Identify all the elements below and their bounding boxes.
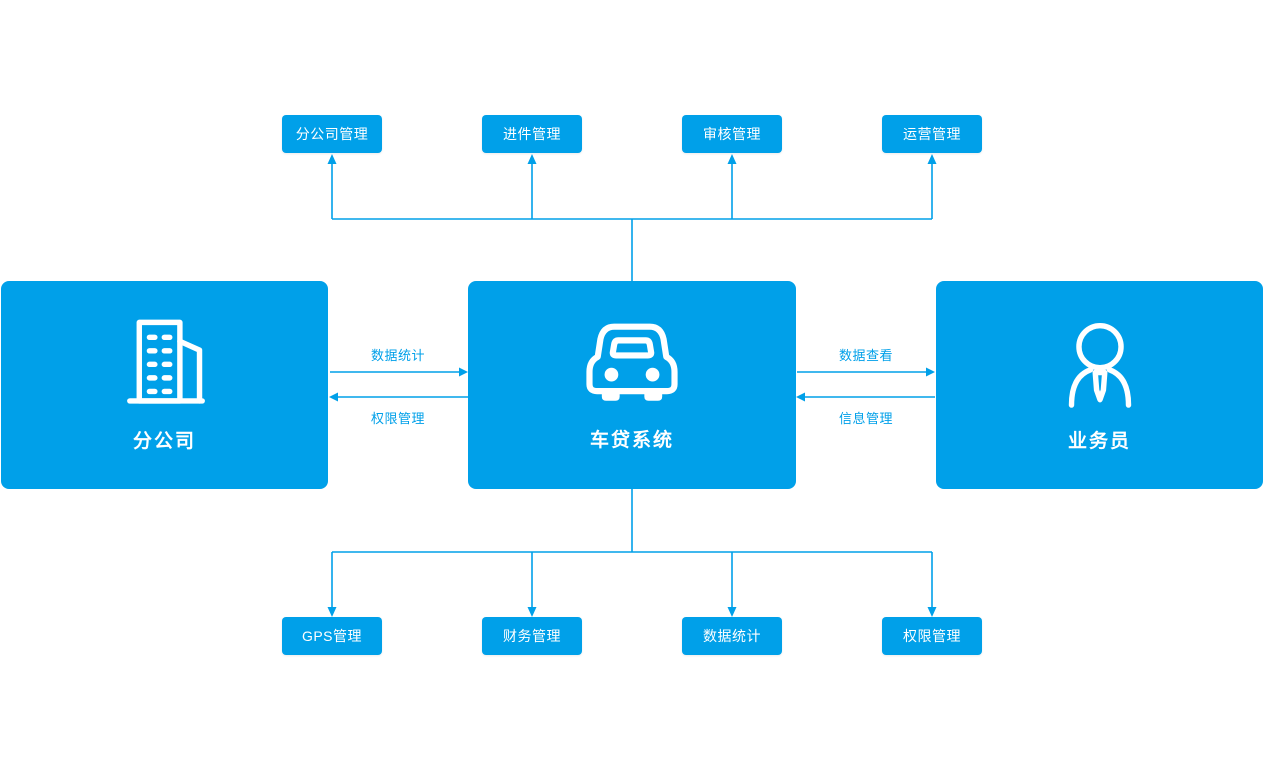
- node-data-statistics: 数据统计: [682, 617, 782, 655]
- node-salesperson-label: 业务员: [1067, 430, 1131, 452]
- connection-label-permission-management: 权限管理: [370, 411, 425, 426]
- connection-label-information-management: 信息管理: [838, 411, 893, 426]
- connection-label-data-statistics: 数据统计: [370, 348, 425, 363]
- person-icon: [1068, 322, 1131, 408]
- node-intake-management: 进件管理: [482, 115, 582, 153]
- node-gps-management: GPS管理: [282, 617, 382, 655]
- node-permission-management: 权限管理: [882, 617, 982, 655]
- node-branch-management: 分公司管理: [282, 115, 382, 153]
- node-branch-office: 分公司: [1, 281, 328, 489]
- node-car-loan-system: 车贷系统: [468, 281, 796, 489]
- node-car-loan-system-label: 车贷系统: [589, 429, 674, 451]
- node-operations-management: 运营管理: [882, 115, 982, 153]
- node-finance-management: 财务管理: [482, 617, 582, 655]
- node-audit-management: 审核管理: [682, 115, 782, 153]
- building-icon: [126, 319, 205, 404]
- connection-label-data-viewing: 数据查看: [838, 348, 893, 363]
- car-icon: [586, 323, 678, 401]
- node-salesperson: 业务员: [936, 281, 1263, 489]
- node-branch-office-label: 分公司: [132, 430, 196, 452]
